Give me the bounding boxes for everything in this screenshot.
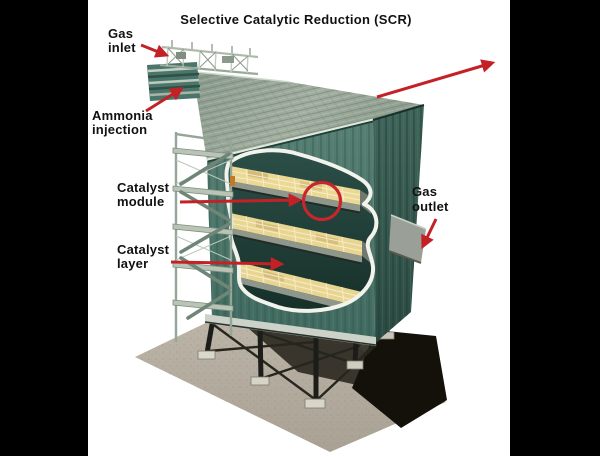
cutaway — [224, 148, 379, 313]
annotations — [140, 43, 496, 271]
svg-text:injection: injection — [92, 122, 147, 137]
svg-text:outlet: outlet — [412, 199, 449, 214]
catalyst-module-arrow — [179, 193, 303, 208]
left-letterbox-bar — [0, 0, 88, 456]
roof-right-edge — [372, 104, 425, 121]
annotation-arrows — [140, 43, 496, 271]
outlet-duct — [388, 214, 427, 264]
inlet-assembly — [147, 40, 259, 101]
gas-inlet-label: Gas inlet — [108, 26, 136, 55]
svg-text:Catalyst: Catalyst — [117, 180, 170, 195]
ammonia-injection-label: Ammonia injection — [92, 108, 153, 137]
svg-text:layer: layer — [117, 256, 148, 271]
base-flange-shadow — [204, 321, 377, 346]
flue-gas-flow-arrow — [376, 59, 496, 99]
catalyst-module-label: Catalyst module — [117, 180, 170, 209]
svg-text:Gas: Gas — [412, 184, 437, 199]
catalyst-layer-arrow — [170, 256, 285, 271]
tower-posts — [174, 132, 233, 342]
worker-figure — [230, 176, 235, 186]
gas-inlet-arrow — [140, 43, 170, 58]
base-flange — [205, 314, 376, 346]
svg-text:Ammonia: Ammonia — [92, 108, 153, 123]
roof-ridge-highlight — [195, 71, 291, 83]
right-letterbox-bar — [510, 0, 600, 456]
roof-corrugation-cross — [196, 72, 424, 161]
page-title: Selective Catalytic Reduction (SCR) — [180, 12, 412, 27]
catalyst-module-circle — [301, 180, 343, 222]
gas-outlet-arrow — [421, 218, 438, 250]
svg-text:module: module — [117, 194, 164, 209]
gas-outlet-label: Gas outlet — [412, 184, 449, 214]
catalyst-layer-label: Catalyst layer — [117, 242, 170, 271]
svg-text:Catalyst: Catalyst — [117, 242, 170, 257]
eave-highlight — [206, 118, 374, 161]
cast-shadow — [352, 330, 447, 428]
svg-text:inlet: inlet — [108, 40, 136, 55]
svg-text:Gas: Gas — [108, 26, 133, 41]
ammonia-injection-arrow — [145, 87, 184, 113]
eave-shadow — [207, 120, 374, 163]
